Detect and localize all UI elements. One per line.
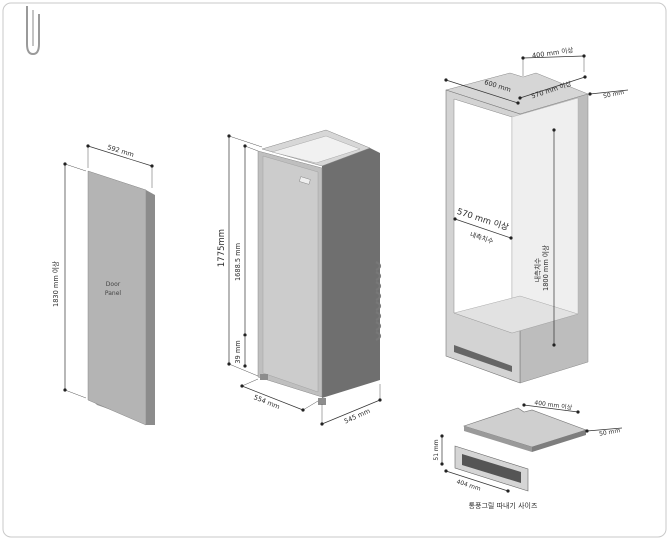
niche-inner-height-label: 1800 mm 이상 [541, 245, 550, 291]
door-panel-label-2: Panel [105, 290, 122, 297]
niche-vent [454, 345, 512, 372]
paper-clip-icon [26, 6, 40, 56]
door-panel-face [87, 170, 147, 426]
niche-back-gap-label: 50 mm [603, 89, 625, 100]
grille-height-label: 51 mm [433, 439, 440, 460]
fridge-gap-label: 39 mm [234, 340, 242, 363]
fridge-figure: 1775mm 1688.5 mm 39 mm 554 mm 545 mm [217, 129, 382, 426]
fridge-depth-line [321, 399, 381, 425]
niche-inner-width-line [454, 218, 512, 239]
grille-width-line [445, 470, 509, 492]
fridge-total-height-label: 1775mm [217, 229, 227, 267]
niche-back-gap-line [589, 89, 629, 95]
door-panel-label-1: Door [106, 281, 121, 288]
door-panel-figure: Door Panel 592 mm 1830 mm 이상 [51, 143, 155, 426]
niche-notch-line [522, 55, 585, 59]
door-panel-edge [146, 190, 155, 425]
base-gap-line [586, 427, 623, 432]
door-panel-height-label: 1830 mm 이상 [51, 261, 60, 307]
fridge-width-line [241, 385, 304, 411]
niche-cabinet-figure: 400 mm 이상 600 mm 570 mm 이상 50 mm 570 mm … [444, 45, 629, 384]
fridge-door-height-label: 1688.5 mm [234, 243, 242, 281]
niche-depth-line [519, 76, 586, 99]
niche-width-line [445, 79, 519, 104]
base-gap-label: 50 mm [599, 427, 621, 438]
grille-caption: 통풍그릴 따내기 사이즈 [469, 501, 538, 510]
base-notch-line [523, 404, 579, 413]
niche-inner-height-caption: 내측치수 [533, 258, 542, 282]
door-panel-width-line [87, 145, 153, 167]
condenser-coils [375, 261, 382, 341]
grille-slot [462, 454, 521, 483]
fridge-side [322, 148, 380, 398]
